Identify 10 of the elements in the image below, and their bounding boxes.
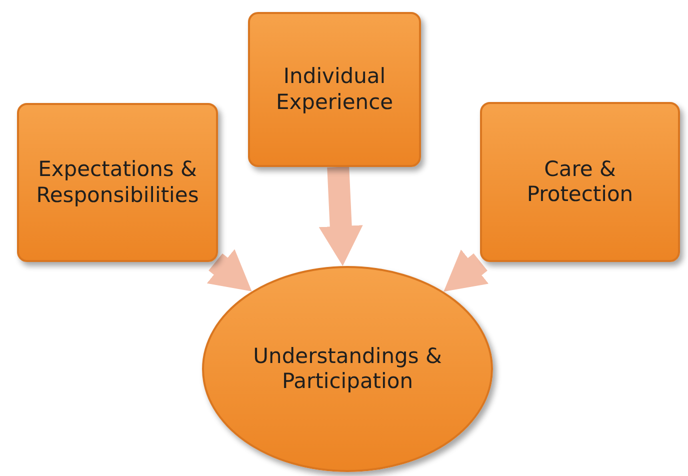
process-box — [248, 12, 421, 167]
block-arrow — [318, 166, 363, 266]
process-box — [17, 103, 218, 262]
process-box — [480, 102, 680, 262]
node-label: Care & Protection — [526, 156, 634, 208]
block-arrow — [444, 249, 489, 292]
node-label: Expectations & Responsibilities — [35, 157, 200, 208]
node-label: Understandings & Participation — [252, 344, 443, 394]
node-label: Individual Experience — [274, 64, 394, 115]
block-arrow — [206, 249, 252, 292]
